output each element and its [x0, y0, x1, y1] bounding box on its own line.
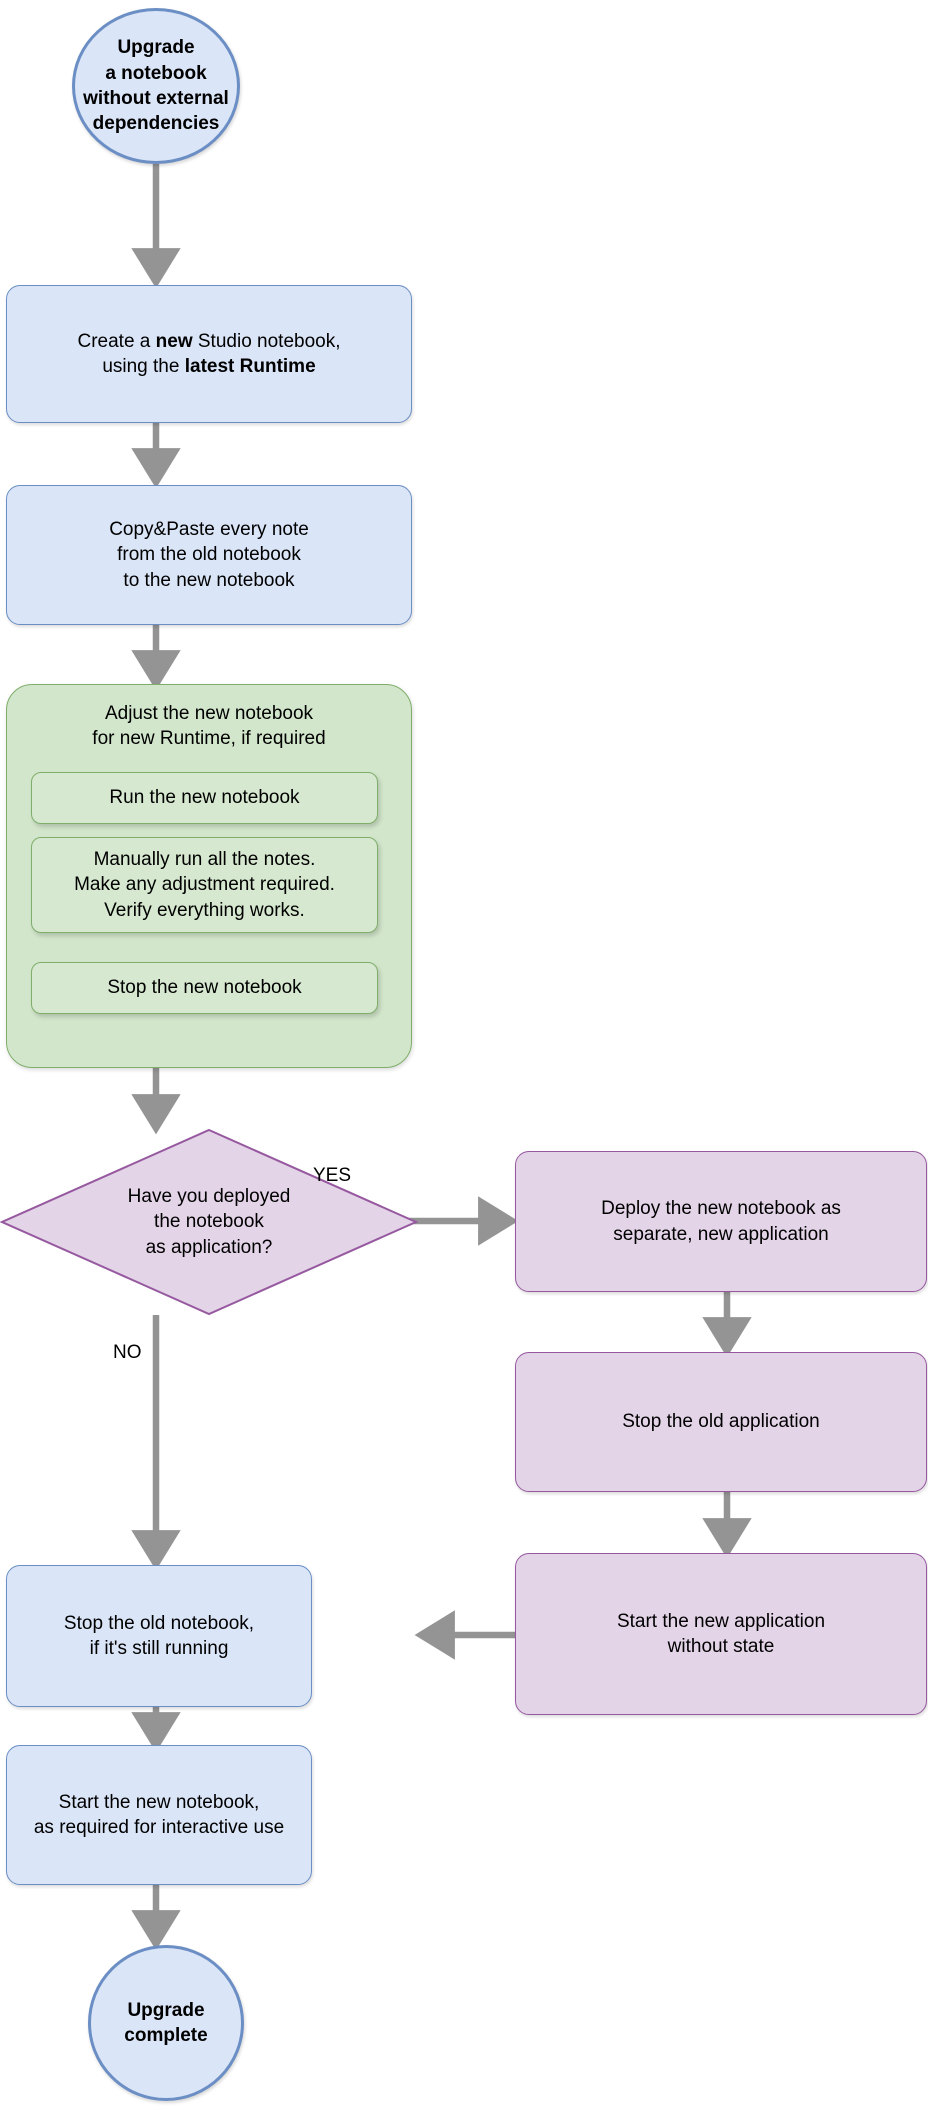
node-run-new-notebook[interactable]: Run the new notebook — [31, 772, 378, 824]
node-copy-paste-label: Copy&Paste every note from the old noteb… — [109, 517, 309, 593]
node-decision-label: Have you deployed the notebook as applic… — [0, 1128, 418, 1316]
decision-line-1: Have you deployed — [127, 1186, 291, 1208]
stop-old-app-label: Stop the old application — [622, 1411, 820, 1433]
node-stop-old-notebook[interactable]: Stop the old notebook, if it's still run… — [6, 1565, 312, 1707]
start-notebook-line-2: as required for interactive use — [33, 1817, 285, 1838]
end-line-2: complete — [124, 2025, 208, 2046]
manual-line-3: Verify everything works. — [104, 899, 305, 921]
start-app-line-1: Start the new application — [616, 1610, 826, 1632]
edge-label-yes: YES — [313, 1165, 352, 1186]
node-start-new-notebook[interactable]: Start the new notebook, as required for … — [6, 1745, 312, 1885]
node-deploy-app[interactable]: Deploy the new notebook as separate, new… — [515, 1151, 927, 1292]
deploy-line-2: separate, new application — [613, 1223, 829, 1245]
node-start-label: Upgrade a notebook without external depe… — [83, 35, 229, 136]
adjust-title-line-2: for new Runtime, if required — [92, 728, 326, 750]
start-line-3: without external — [83, 88, 229, 109]
node-stop-old-app[interactable]: Stop the old application — [515, 1352, 927, 1492]
create-line2-pre: using the — [102, 356, 185, 377]
deploy-line-1: Deploy the new notebook as — [601, 1198, 841, 1220]
manual-line-1: Manually run all the notes. — [93, 849, 316, 871]
create-line1-bold: new — [155, 330, 193, 352]
start-line-4: dependencies — [92, 113, 220, 135]
stop-notebook-line-2: if it's still running — [89, 1638, 229, 1659]
manual-line-2: Make any adjustment required. — [74, 874, 335, 896]
start-line-1: Upgrade — [117, 37, 195, 59]
create-line1-post: Studio notebook, — [192, 330, 341, 352]
copy-line-2: from the old notebook — [117, 544, 301, 566]
node-decision[interactable]: Have you deployed the notebook as applic… — [0, 1128, 419, 1316]
stop-new-notebook-label: Stop the new notebook — [107, 977, 302, 999]
node-start[interactable]: Upgrade a notebook without external depe… — [72, 8, 240, 164]
decision-line-3: as application? — [145, 1236, 273, 1258]
node-start-new-app-label: Start the new application without state — [617, 1609, 825, 1660]
stop-notebook-line-1: Stop the old notebook, — [63, 1612, 255, 1634]
adjust-group-title: Adjust the new notebook for new Runtime,… — [7, 701, 411, 752]
adjust-title-line-1: Adjust the new notebook — [104, 703, 314, 724]
end-line-1: Upgrade — [127, 1999, 205, 2021]
node-stop-old-notebook-label: Stop the old notebook, if it's still run… — [64, 1611, 254, 1662]
node-copy-paste[interactable]: Copy&Paste every note from the old noteb… — [6, 485, 412, 625]
run-new-notebook-label: Run the new notebook — [109, 787, 300, 809]
node-manual-run-label: Manually run all the notes. Make any adj… — [74, 847, 335, 923]
start-line-2: a notebook — [105, 62, 207, 84]
create-line1-pre: Create a — [77, 330, 156, 352]
start-notebook-line-1: Start the new notebook, — [58, 1791, 260, 1813]
node-start-new-notebook-label: Start the new notebook, as required for … — [34, 1790, 284, 1841]
node-manual-run[interactable]: Manually run all the notes. Make any adj… — [31, 837, 378, 933]
edge-label-no: NO — [113, 1342, 142, 1363]
create-line2-bold: latest Runtime — [184, 356, 316, 377]
copy-line-1: Copy&Paste every note — [109, 519, 309, 541]
node-start-new-app[interactable]: Start the new application without state — [515, 1553, 927, 1715]
node-end[interactable]: Upgrade complete — [88, 1945, 244, 2101]
node-create-notebook[interactable]: Create a new Studio notebook, using the … — [6, 285, 412, 423]
copy-line-3: to the new notebook — [123, 569, 295, 591]
decision-shape — [0, 1128, 419, 1316]
decision-line-2: the notebook — [154, 1211, 264, 1233]
node-adjust-group[interactable]: Adjust the new notebook for new Runtime,… — [6, 684, 412, 1068]
start-app-line-2: without state — [667, 1636, 775, 1657]
node-deploy-app-label: Deploy the new notebook as separate, new… — [601, 1196, 841, 1247]
node-end-label: Upgrade complete — [124, 1998, 207, 2049]
node-create-notebook-label: Create a new Studio notebook, using the … — [78, 329, 341, 380]
node-stop-new-notebook[interactable]: Stop the new notebook — [31, 962, 378, 1014]
